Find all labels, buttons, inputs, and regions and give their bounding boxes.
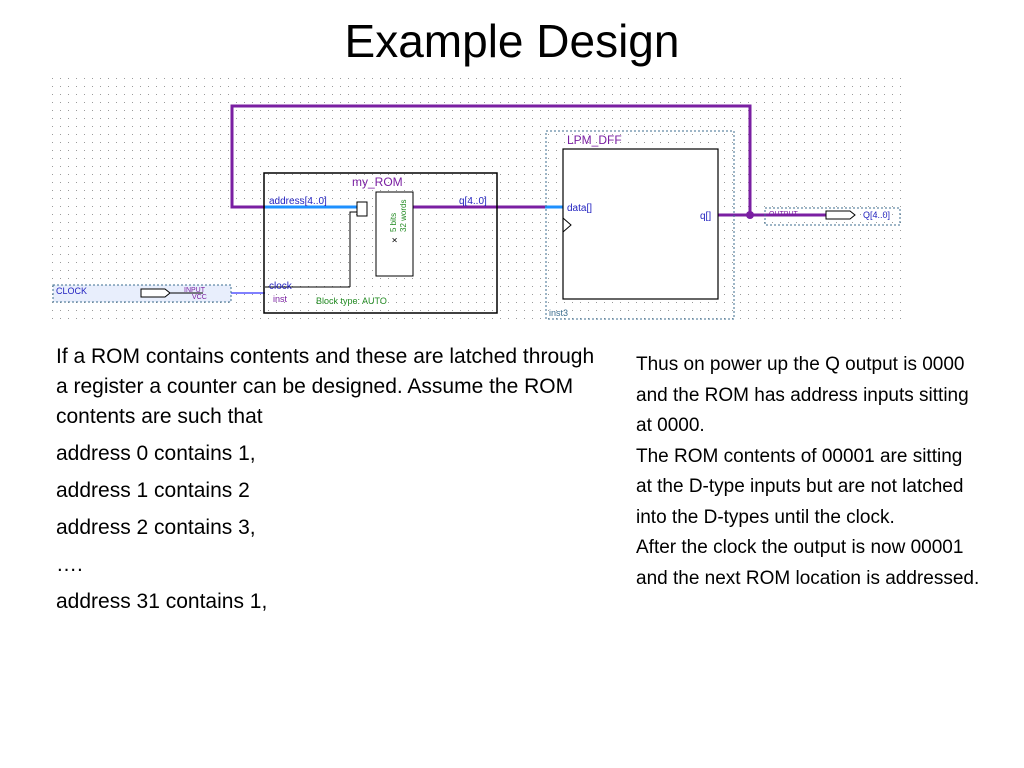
- dff-block-name: LPM_DFF: [567, 133, 622, 147]
- rom-times-mark: ×: [390, 237, 401, 243]
- dff-block-body: [562, 148, 719, 300]
- rom-instance-label: inst: [273, 294, 288, 304]
- left-paragraph: ….: [56, 553, 83, 576]
- left-paragraph: If a ROM contains contents and these are…: [56, 345, 595, 428]
- rom-clock-port: clock: [269, 281, 293, 292]
- output-pin-name: Q[4..0]: [863, 210, 890, 220]
- left-paragraph: address 2 contains 3,: [56, 516, 256, 539]
- right-paragraph: The ROM contents of 00001 are sitting at…: [636, 445, 964, 528]
- output-pin-shape: [825, 210, 856, 220]
- slide-title: Example Design: [344, 15, 680, 67]
- rom-inner-wire: [349, 211, 357, 287]
- input-pin-shape: [140, 288, 171, 298]
- rom-block-type: Block type: AUTO: [316, 296, 387, 306]
- left-paragraph: address 0 contains 1,: [56, 442, 256, 465]
- input-pin-name: CLOCK: [56, 286, 87, 296]
- left-text-block: If a ROM contains contents and these are…: [56, 342, 601, 624]
- right-text-block: Thus on power up the Q output is 0000 an…: [636, 350, 981, 594]
- rom-address-port: address[4..0]: [269, 196, 327, 207]
- right-paragraph: Thus on power up the Q output is 0000 an…: [636, 354, 969, 436]
- schematic-diagram: my_ROM address[4..0] q[4..0] clock inst …: [52, 78, 902, 320]
- dff-clock-triangle: [562, 217, 572, 233]
- rom-words-label: 32 words: [399, 200, 408, 232]
- bus-junction: [746, 211, 754, 219]
- rom-bits-label: 5 bits: [389, 213, 398, 232]
- dff-block-frame: [545, 130, 735, 320]
- input-pin-default: VCC: [192, 294, 207, 301]
- output-pin-type: OUTPUT: [769, 211, 799, 218]
- dff-q-port: q[]: [700, 211, 711, 222]
- grid-background: [52, 78, 902, 320]
- dff-data-port: data[]: [567, 203, 592, 214]
- rom-q-port: q[4..0]: [459, 196, 487, 207]
- rom-memory-array: [375, 191, 414, 277]
- dff-instance-label: inst3: [549, 308, 568, 318]
- feedback-bus: [230, 104, 752, 215]
- rom-address-register: [356, 201, 368, 217]
- left-paragraph: address 1 contains 2: [56, 479, 250, 502]
- rom-block-name: my_ROM: [352, 175, 403, 189]
- right-paragraph: After the clock the output is now 00001 …: [636, 537, 980, 589]
- input-pin-type: INPUT: [184, 287, 206, 294]
- rom-block-frame: [263, 172, 498, 314]
- left-paragraph: address 31 contains 1,: [56, 590, 268, 613]
